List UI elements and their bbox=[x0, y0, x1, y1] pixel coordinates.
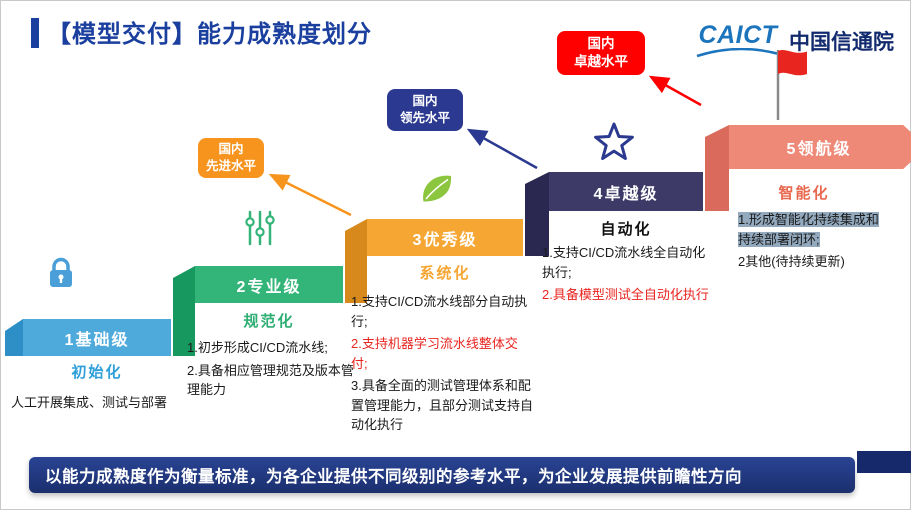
badge-domestic-leading-line1: 国内 bbox=[412, 94, 438, 109]
level-3-step-side bbox=[345, 219, 367, 303]
sliders-icon bbox=[245, 210, 275, 246]
level-2-item-2: 2.具备相应管理规范及版本管理能力 bbox=[187, 362, 354, 398]
level-1-phase-label: 初始化 bbox=[71, 364, 123, 381]
level-4-item-1: 1.支持CI/CD流水线全自动化执行; bbox=[542, 245, 706, 280]
badge-domestic-advanced: 国内 先进水平 bbox=[198, 138, 264, 178]
level-1-item-1: 人工开展集成、测试与部署 bbox=[11, 395, 168, 410]
level-5-item-2: 2其他(待持续更新) bbox=[738, 254, 845, 269]
footer-text: 以能力成熟度作为衡量标准，为各企业提供不同级别的参考水平，为企业发展提供前瞻性方… bbox=[45, 468, 742, 486]
level-4-phase-label: 自动化 bbox=[600, 221, 652, 238]
caict-logo: CAICT 中国信通院 bbox=[695, 23, 894, 58]
level-2-step-side bbox=[173, 266, 195, 356]
level-4-description: 1.支持CI/CD流水线全自动化执行; 2.具备模型测试全自动化执行 bbox=[542, 243, 710, 308]
level-1-bar: 1基础级 bbox=[23, 319, 171, 356]
level-2-description: 1.初步形成CI/CD流水线; 2.具备相应管理规范及版本管理能力 bbox=[187, 338, 355, 403]
level-3-item-2: 2.支持机器学习流水线整体交付; bbox=[351, 336, 518, 371]
badge-domestic-excellent-line1: 国内 bbox=[587, 35, 615, 51]
level-1-step-side bbox=[5, 319, 23, 356]
flag-icon bbox=[776, 49, 807, 120]
footer-banner: 以能力成熟度作为衡量标准，为各企业提供不同级别的参考水平，为企业发展提供前瞻性方… bbox=[29, 457, 855, 493]
level-3-description: 1.支持CI/CD流水线部分自动执行; 2.支持机器学习流水线整体交付; 3.具… bbox=[351, 292, 533, 438]
caict-logo-mark: CAICT bbox=[695, 23, 781, 58]
badge-domestic-leading-line2: 领先水平 bbox=[399, 111, 450, 125]
leaf-icon bbox=[423, 175, 452, 202]
level-3-item-1: 1.支持CI/CD流水线部分自动执行; bbox=[351, 294, 528, 329]
level-5-arrow-bar: 5领航级 bbox=[729, 125, 911, 169]
level-2-item-1: 1.初步形成CI/CD流水线; bbox=[187, 340, 328, 355]
caict-logo-text-cn: 中国信通院 bbox=[789, 30, 894, 54]
caict-logo-text-en: CAICT bbox=[698, 21, 778, 49]
level-2-phase-label: 规范化 bbox=[243, 313, 295, 330]
badge-domestic-advanced-line2: 先进水平 bbox=[205, 159, 256, 173]
star-icon bbox=[594, 122, 634, 160]
badge-domestic-advanced-line1: 国内 bbox=[218, 142, 244, 157]
level-3-bar: 3优秀级 bbox=[367, 219, 523, 256]
level-1-description: 人工开展集成、测试与部署 bbox=[11, 393, 179, 416]
level-5-step-side bbox=[705, 125, 729, 211]
level-4-bar: 4卓越级 bbox=[549, 172, 703, 211]
badge-domestic-excellent: 国内 卓越水平 bbox=[557, 31, 645, 75]
level-5-item-1: 1.形成智能化持续集成和持续部署闭环; bbox=[738, 210, 888, 249]
level-3-phase-label: 系统化 bbox=[419, 265, 471, 282]
level-4-item-2: 2.具备模型测试全自动化执行 bbox=[542, 287, 709, 302]
level-3-item-3: 3.具备全面的测试管理体系和配置管理能力，且部分测试支持自动化执行 bbox=[351, 378, 534, 432]
badge-domestic-excellent-line2: 卓越水平 bbox=[574, 54, 628, 69]
lock-icon bbox=[50, 257, 72, 287]
badge-domestic-leading: 国内 领先水平 bbox=[387, 89, 463, 131]
level-5-phase-label: 智能化 bbox=[778, 185, 830, 202]
title-accent-bar bbox=[31, 18, 39, 48]
level-5-description: 1.形成智能化持续集成和持续部署闭环; 2其他(待持续更新) bbox=[738, 210, 888, 275]
page-title: 【模型交付】能力成熟度划分 bbox=[47, 21, 372, 48]
level-5-item-1-highlight: 1.形成智能化持续集成和持续部署闭环; bbox=[738, 212, 879, 247]
footer-side-block bbox=[857, 451, 911, 473]
level-2-bar: 2专业级 bbox=[195, 266, 343, 303]
caict-logo-swoosh-icon bbox=[696, 48, 780, 58]
level-4-step-side bbox=[525, 172, 549, 256]
